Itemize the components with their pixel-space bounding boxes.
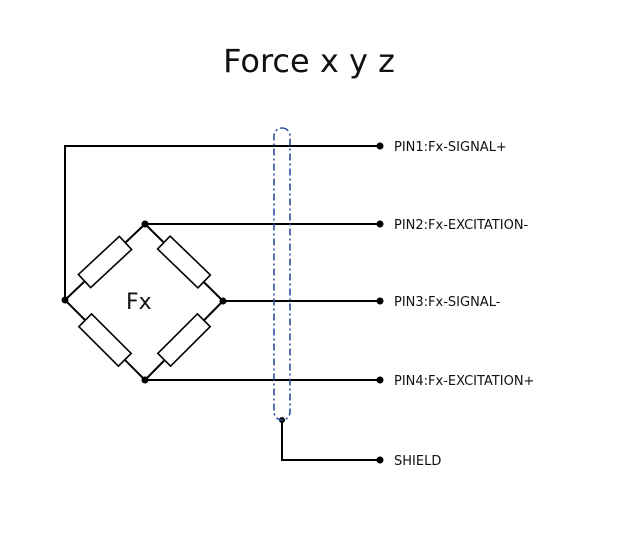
resistor-top-right xyxy=(156,234,212,290)
terminal-shield xyxy=(376,456,384,464)
label-pin4: PIN4:Fx-EXCITATION+ xyxy=(394,374,534,389)
wires xyxy=(64,145,381,461)
node-left xyxy=(61,296,69,304)
terminal-pin2 xyxy=(376,220,384,228)
label-pin3: PIN3:Fx-SIGNAL- xyxy=(394,295,501,310)
terminal-pin4 xyxy=(376,376,384,384)
cable-shield xyxy=(273,127,291,421)
label-pin1: PIN1:Fx-SIGNAL+ xyxy=(394,140,507,155)
resistor-top-left xyxy=(77,235,133,289)
terminals xyxy=(376,142,384,464)
wire-shield xyxy=(281,419,381,461)
node-right xyxy=(219,297,227,305)
terminal-pin1 xyxy=(376,142,384,150)
resistor-bottom-left xyxy=(77,312,133,368)
bridge-nodes xyxy=(61,220,285,423)
node-top xyxy=(141,220,149,228)
label-pin2: PIN2:Fx-EXCITATION- xyxy=(394,218,529,233)
terminal-pin3 xyxy=(376,297,384,305)
node-bottom xyxy=(141,376,149,384)
resistor-bottom-right xyxy=(156,312,212,368)
resistors xyxy=(77,234,212,368)
wire-pin1 xyxy=(64,145,381,301)
diagram-title: Force x y z xyxy=(223,42,395,80)
label-shield: SHIELD xyxy=(394,454,441,469)
bridge-label: Fx xyxy=(126,290,152,315)
